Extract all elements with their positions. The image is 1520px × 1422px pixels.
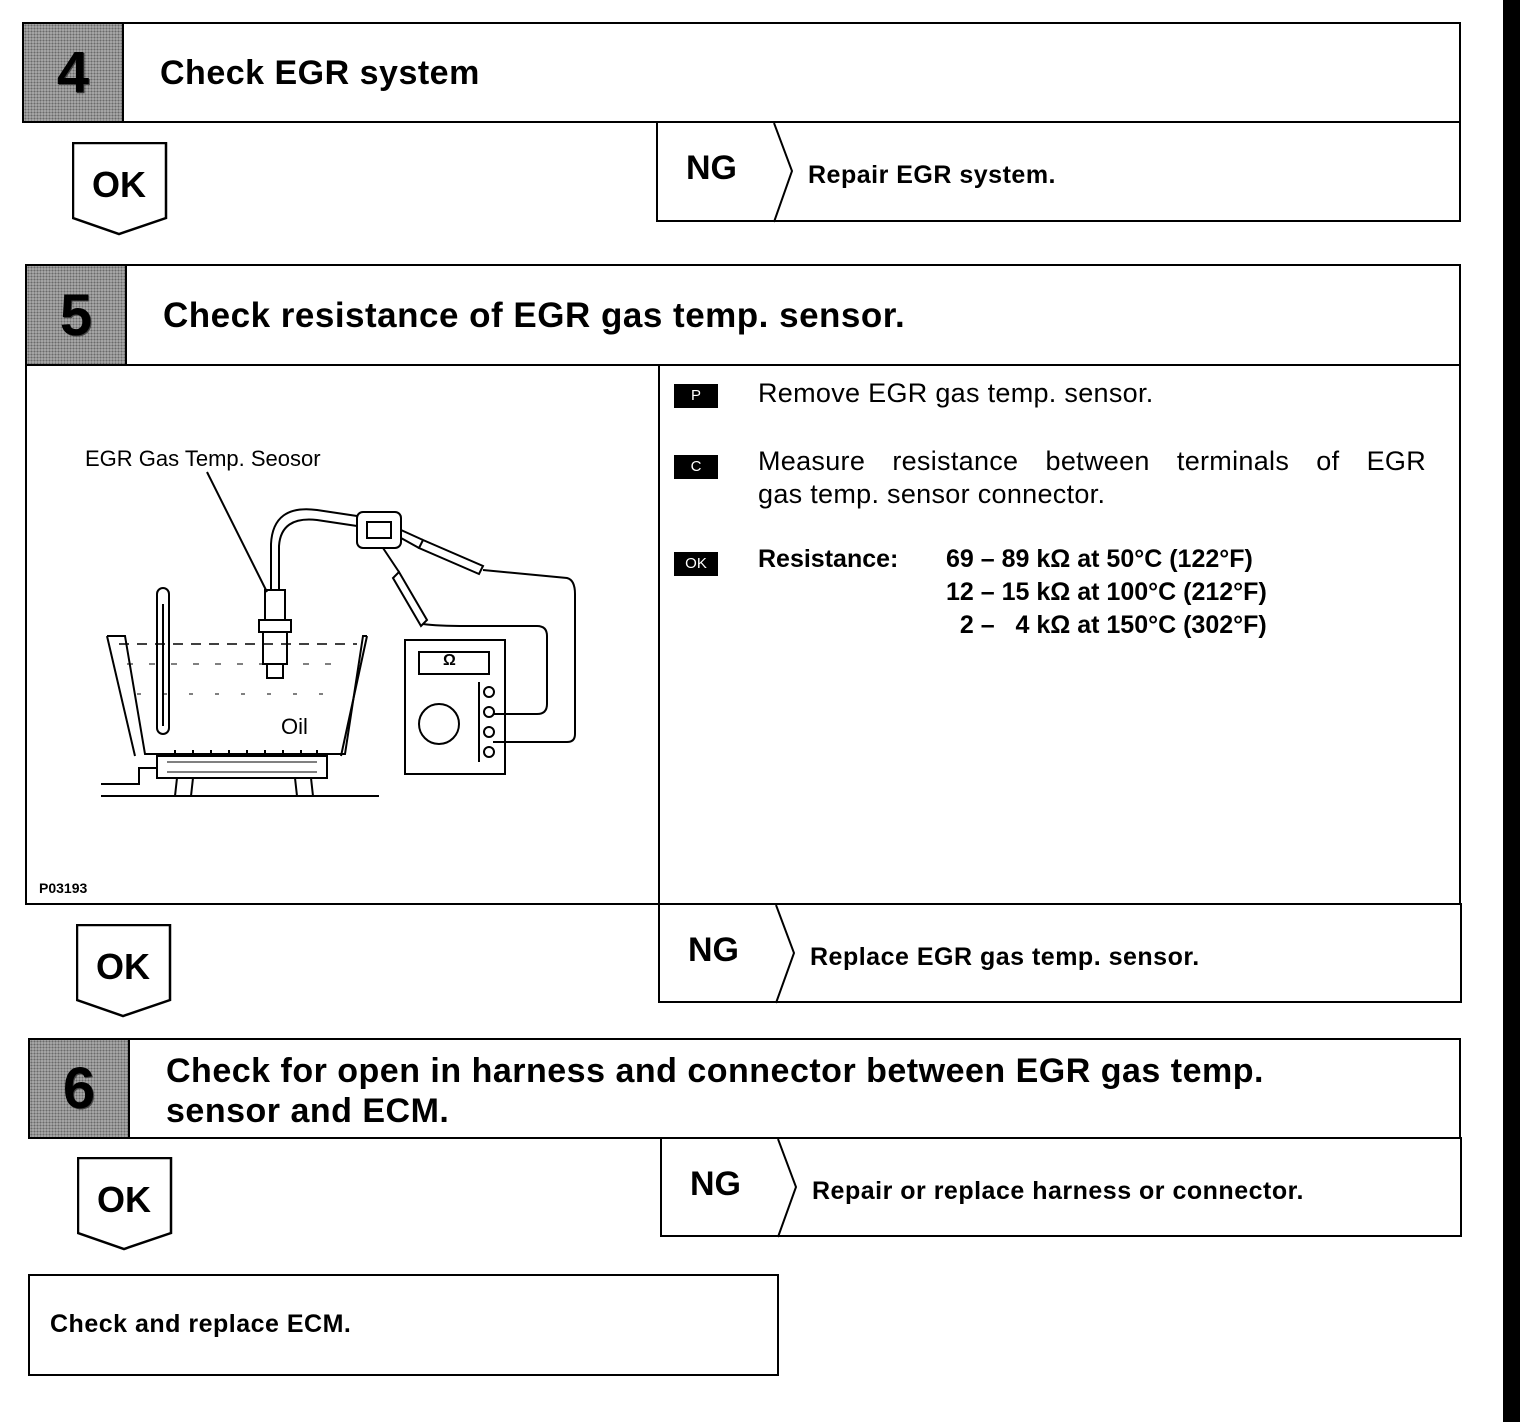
instruction-measure-line2: gas temp. sensor connector. [758,479,1106,509]
procedure-tag-c: C [674,455,718,479]
step-title-line2: sensor and ECM. [166,1092,450,1130]
resistance-spec-row: 12 – 15 kΩ at 100°C (212°F) [946,578,1267,606]
resistance-label: Resistance: [758,545,899,573]
procedure-tag-p: P [674,384,718,408]
step-6-ng-box[interactable]: NG Repair or replace harness or connecto… [660,1137,1462,1238]
ok-arrow-shape [76,924,172,1018]
step-4-ok-badge[interactable]: OK [72,142,170,236]
ng-chevron-icon [775,905,796,1004]
step-title: Check EGR system [160,54,480,92]
sensor-callout-label: EGR Gas Temp. Seosor [85,446,321,471]
procedure-tag-ok: OK [674,552,718,576]
ng-chevron-icon [773,123,794,223]
ng-action: Repair EGR system. [808,161,1056,189]
instruction-remove-sensor: Remove EGR gas temp. sensor. [758,378,1154,408]
ok-label: OK [92,164,146,205]
resistance-spec-row: 69 – 89 kΩ at 50°C (122°F) [946,545,1253,573]
step-6-header: 6 Check for open in harness and connecto… [28,1038,1461,1139]
ok-arrow-shape [72,142,168,236]
oil-label: Oil [281,714,308,739]
figure-code: P03193 [39,880,88,896]
page-edge-bar [1503,0,1520,1422]
final-action-text: Check and replace ECM. [50,1310,352,1338]
step-4-header: 4 Check EGR system [22,22,1461,123]
ng-action: Replace EGR gas temp. sensor. [810,943,1200,971]
ng-chevron-icon [777,1139,798,1238]
ng-label: NG [690,1165,741,1203]
meter-ohm-symbol: Ω [443,652,456,669]
panel-divider [658,364,660,903]
step-5-ng-box[interactable]: NG Replace EGR gas temp. sensor. [658,903,1462,1004]
step-number-badge: 5 [27,266,127,364]
step-title-line1: Check for open in harness and connector … [166,1052,1264,1090]
step-4-ng-box[interactable]: NG Repair EGR system. [656,121,1461,223]
step-number-badge: 4 [24,24,124,121]
ok-label: OK [97,1179,151,1220]
ng-label: NG [686,149,737,187]
ok-label: OK [96,946,150,987]
instruction-measure-line1: Measure resistance between terminals of … [758,446,1426,476]
step-6-ok-badge[interactable]: OK [77,1157,175,1251]
ok-arrow-shape [77,1157,173,1251]
ng-label: NG [688,931,739,969]
step-number-badge: 6 [30,1040,130,1137]
ng-action: Repair or replace harness or connector. [812,1177,1304,1205]
final-action-box[interactable]: Check and replace ECM. [28,1274,779,1376]
egr-sensor-test-illustration [101,471,576,797]
step-title: Check resistance of EGR gas temp. sensor… [163,296,906,335]
resistance-spec-row: 2 – 4 kΩ at 150°C (302°F) [946,611,1267,639]
step-5-header: 5 Check resistance of EGR gas temp. sens… [25,264,1461,366]
step-5-ok-badge[interactable]: OK [76,924,174,1018]
